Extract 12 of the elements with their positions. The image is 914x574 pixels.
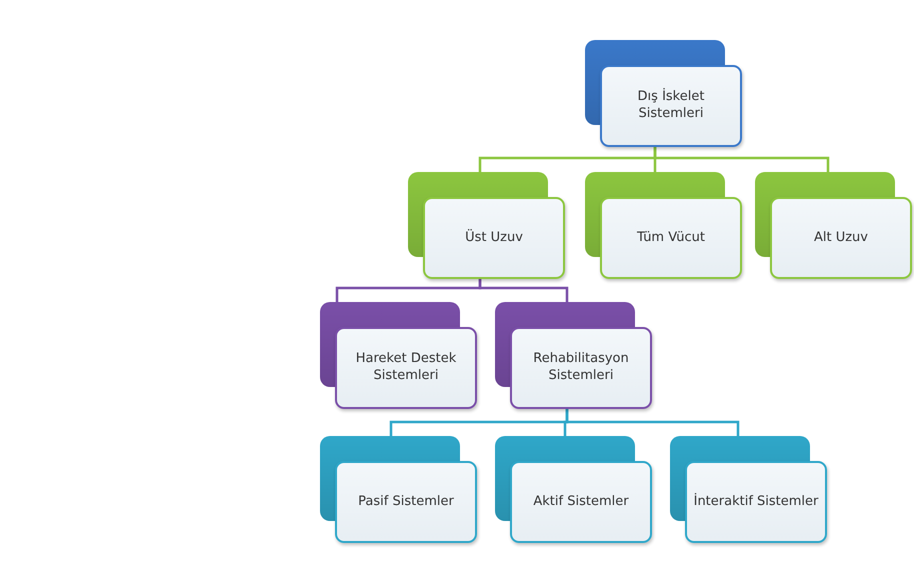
node-label: Alt Uzuv bbox=[812, 230, 869, 246]
node-label: Üst Uzuv bbox=[464, 230, 524, 246]
connector-line bbox=[654, 147, 830, 172]
connector-line bbox=[566, 409, 740, 436]
node-label: Hareket Destek Sistemleri bbox=[354, 351, 458, 385]
node-label: Tüm Vücut bbox=[636, 230, 706, 246]
node-label: Dış İskelet Sistemleri bbox=[636, 89, 706, 123]
node-label: Rehabilitasyon Sistemleri bbox=[532, 351, 630, 385]
node-label: Aktif Sistemler bbox=[532, 494, 630, 510]
connector-line bbox=[478, 279, 568, 302]
node-label: Pasif Sistemler bbox=[357, 494, 455, 510]
node-label: İnteraktif Sistemler bbox=[692, 494, 820, 510]
